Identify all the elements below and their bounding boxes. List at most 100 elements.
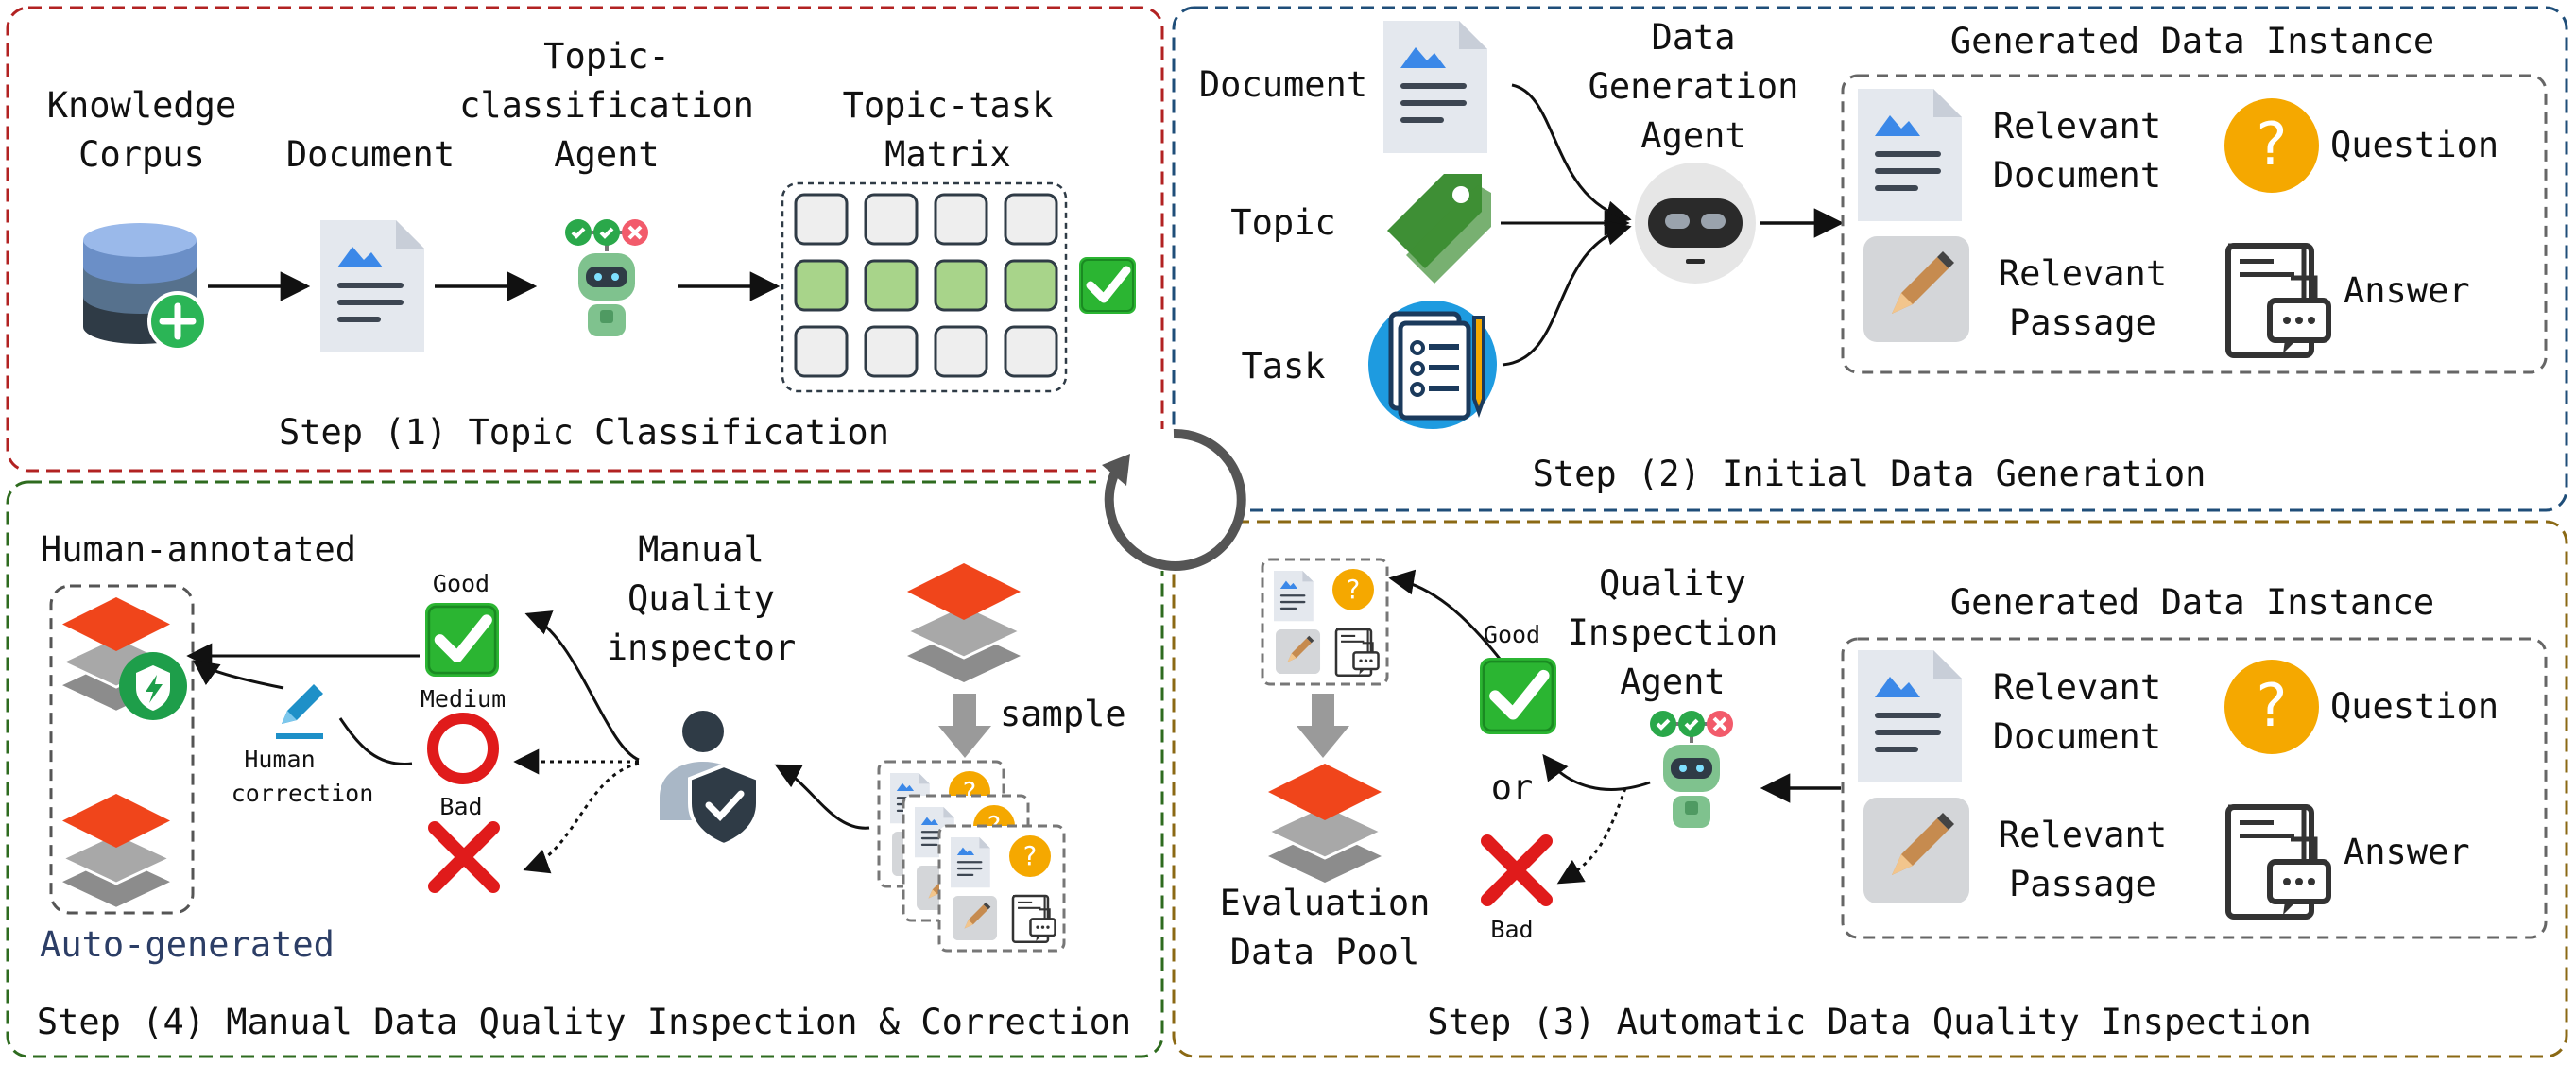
auto-generated-label: Auto-generated [40, 924, 335, 965]
arrow-down-icon [938, 694, 991, 758]
step3-question-label: Question [2330, 686, 2499, 727]
inspector-label-1: Manual [638, 529, 764, 570]
step3-bad-label: Bad [1490, 916, 1533, 943]
check-icon [1480, 658, 1556, 734]
step2-title: Step (2) Initial Data Generation [1533, 454, 2207, 494]
matrix-label-2: Matrix [884, 134, 1011, 175]
gen-agent-label-3: Agent [1640, 115, 1745, 156]
inspector-label-3: inspector [607, 628, 796, 668]
step2-panel [1172, 6, 2568, 512]
step4-panel [6, 480, 1164, 1058]
step2-relevant-passage-2: Passage [2009, 302, 2156, 343]
step3-relevant-doc-1: Relevant [1993, 667, 2161, 708]
matrix-cell [1004, 325, 1058, 378]
human-annotated-label: Human-annotated [41, 529, 356, 570]
step3-or-label: or [1491, 767, 1534, 808]
step4-title: Step (4) Manual Data Quality Inspection … [37, 1002, 1131, 1042]
robot-icon [1635, 163, 1756, 284]
step1-title: Step (1) Topic Classification [279, 412, 889, 453]
qi-agent-label-1: Quality [1599, 563, 1746, 604]
matrix-cell [1004, 193, 1058, 246]
gen-agent-label-1: Data [1651, 17, 1735, 58]
step1-document-label: Document [286, 134, 455, 175]
topic-agent-label-3: Agent [554, 134, 659, 175]
step2-question-label: Question [2330, 125, 2499, 165]
step3-relevant-passage-1: Relevant [1999, 815, 2167, 855]
step3-instance-title: Generated Data Instance [1950, 582, 2434, 623]
step2-answer-label: Answer [2344, 270, 2470, 311]
document-icon [1858, 89, 1962, 221]
check-icon [1079, 257, 1136, 314]
pencil-icon [276, 684, 323, 739]
step2-document-label: Document [1199, 64, 1367, 105]
question-icon [2224, 98, 2319, 193]
step3-panel [1172, 520, 2568, 1058]
step3-good-label: Good [1484, 621, 1540, 648]
step1-panel [6, 6, 1164, 473]
matrix-cell [864, 193, 919, 246]
database-plus-icon [83, 223, 208, 352]
human-correction-label-2: correction [232, 780, 374, 807]
document-icon [1383, 21, 1487, 153]
layers-icon [1266, 762, 1383, 885]
user-shield-icon [660, 711, 760, 848]
matrix-icon [781, 181, 1068, 393]
task-icon [1368, 301, 1497, 429]
qi-agent-label-2: Inspection [1568, 612, 1778, 653]
step2-relevant-doc-2: Document [1993, 155, 2161, 196]
x-icon [1487, 841, 1546, 900]
step2-relevant-passage-1: Relevant [1999, 253, 2167, 294]
gen-agent-label-2: Generation [1589, 66, 1799, 107]
answer-icon [2228, 807, 2328, 917]
circle-icon [427, 713, 499, 784]
pool-label-1: Evaluation [1220, 883, 1431, 923]
shield-icon [119, 652, 187, 720]
sample-label: sample [1000, 694, 1126, 734]
qi-agent-label-3: Agent [1620, 662, 1725, 702]
check-icon [425, 603, 499, 677]
knowledge-corpus-label-2: Corpus [78, 134, 205, 175]
topic-agent-label-2: classification [459, 85, 754, 126]
matrix-label-1: Topic-task [843, 85, 1054, 126]
document-icon [1858, 650, 1962, 782]
tag-icon [1387, 174, 1491, 284]
layers-icon [905, 561, 1022, 684]
step3-title: Step (3) Automatic Data Quality Inspecti… [1427, 1002, 2311, 1042]
step2-topic-label: Topic [1230, 202, 1335, 243]
inspector-label-2: Quality [627, 578, 775, 619]
matrix-cell [934, 259, 988, 312]
step3-answer-label: Answer [2344, 832, 2470, 872]
matrix-cell [934, 325, 988, 378]
x-icon [435, 828, 493, 886]
step3-relevant-doc-2: Document [1993, 716, 2161, 757]
layers-icon [60, 792, 172, 909]
pencil-icon [1863, 798, 1969, 903]
step2-task-label: Task [1241, 346, 1325, 387]
matrix-cell [794, 325, 849, 378]
question-icon [2224, 660, 2319, 754]
human-correction-label-1: Human [244, 746, 315, 773]
pencil-icon [1863, 236, 1969, 342]
knowledge-corpus-label-1: Knowledge [47, 85, 236, 126]
step4-medium-label: Medium [421, 685, 506, 713]
answer-icon [2228, 246, 2328, 355]
topic-agent-label-1: Topic- [543, 36, 670, 77]
arrow-down-icon [1297, 694, 1349, 758]
document-icon [320, 220, 424, 352]
step2-instance-box [1841, 74, 2548, 374]
step4-good-label: Good [433, 570, 489, 597]
pool-label-2: Data Pool [1230, 932, 1419, 972]
matrix-cell [794, 193, 849, 246]
matrix-cell [1004, 259, 1058, 312]
step3-instance-box [1841, 637, 2548, 939]
robot-icon [563, 217, 650, 338]
matrix-cell [794, 259, 849, 312]
data-instance-card [939, 826, 1064, 951]
step2-instance-title: Generated Data Instance [1950, 21, 2434, 61]
cycle-icon [1096, 428, 1246, 571]
matrix-cell [864, 325, 919, 378]
robot-icon [1648, 709, 1735, 830]
matrix-cell [864, 259, 919, 312]
data-instance-card [1262, 559, 1387, 684]
step2-relevant-doc-1: Relevant [1993, 106, 2161, 146]
